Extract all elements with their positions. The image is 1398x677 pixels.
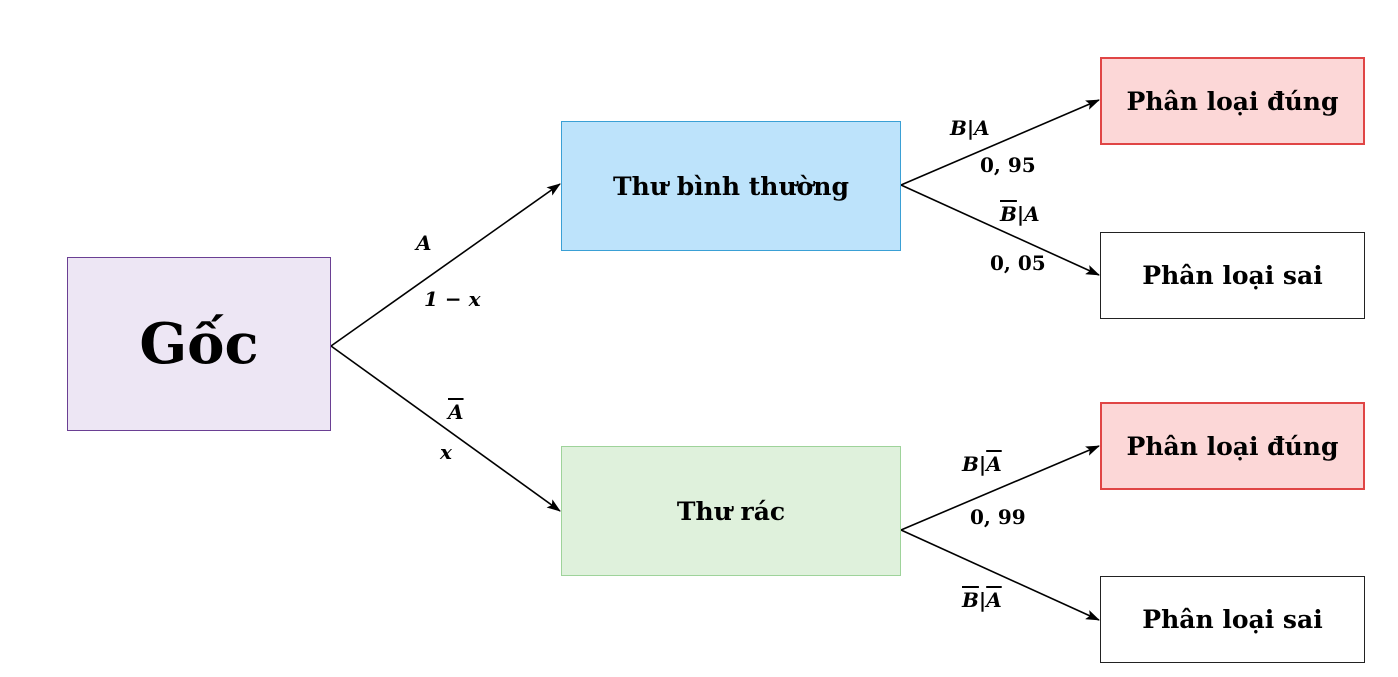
edge-spam-correct [900, 445, 1100, 531]
edge-root-spam-event-a: A [448, 400, 464, 424]
edge-spam-correct-event-pre: B| [962, 452, 987, 476]
leaf-normal-wrong-label: Phân loại sai [1142, 261, 1323, 290]
leaf-spam-wrong-label: Phân loại sai [1142, 605, 1323, 634]
edge-root-normal-event: A [416, 231, 432, 255]
normal-mail-label: Thư bình thường [613, 171, 849, 201]
edge-spam-wrong-event-b: B [962, 588, 979, 612]
edge-normal-wrong-event-b: B [1000, 202, 1017, 226]
edge-spam-wrong-event: B|A [962, 588, 1002, 612]
root-node: Gốc [67, 257, 331, 431]
edge-normal-wrong-prob: 0, 05 [990, 251, 1046, 275]
leaf-spam-correct: Phân loại đúng [1100, 402, 1365, 490]
leaf-spam-wrong: Phân loại sai [1100, 576, 1365, 663]
spam-mail-node: Thư rác [561, 446, 901, 576]
edge-normal-wrong [900, 184, 1100, 276]
edge-normal-wrong-event: B|A [1000, 202, 1040, 226]
edge-root-normal [330, 183, 561, 347]
spam-mail-label: Thư rác [676, 496, 786, 526]
edge-spam-wrong-event-mid: | [978, 588, 987, 612]
edge-normal-correct-event: B|A [950, 116, 990, 140]
edge-spam-wrong-event-a: A [986, 588, 1002, 612]
edge-spam-correct-event-a: A [986, 452, 1002, 476]
edge-root-spam-prob: x [440, 440, 452, 464]
edge-root-spam [330, 345, 561, 512]
edge-normal-wrong-event-rest: |A [1016, 202, 1040, 226]
edge-root-spam-event: A [448, 400, 464, 424]
leaf-normal-correct-label: Phân loại đúng [1126, 86, 1339, 116]
edge-root-normal-prob: 1 − x [424, 287, 481, 311]
edge-spam-correct-prob: 0, 99 [970, 505, 1026, 529]
leaf-normal-wrong: Phân loại sai [1100, 232, 1365, 319]
leaf-spam-correct-label: Phân loại đúng [1126, 431, 1339, 461]
leaf-normal-correct: Phân loại đúng [1100, 57, 1365, 145]
edge-spam-wrong [900, 529, 1100, 621]
edge-normal-correct [900, 99, 1100, 186]
edge-spam-correct-event: B|A [962, 452, 1002, 476]
edge-normal-correct-prob: 0, 95 [980, 153, 1036, 177]
root-label: Gốc [139, 311, 259, 377]
normal-mail-node: Thư bình thường [561, 121, 901, 251]
